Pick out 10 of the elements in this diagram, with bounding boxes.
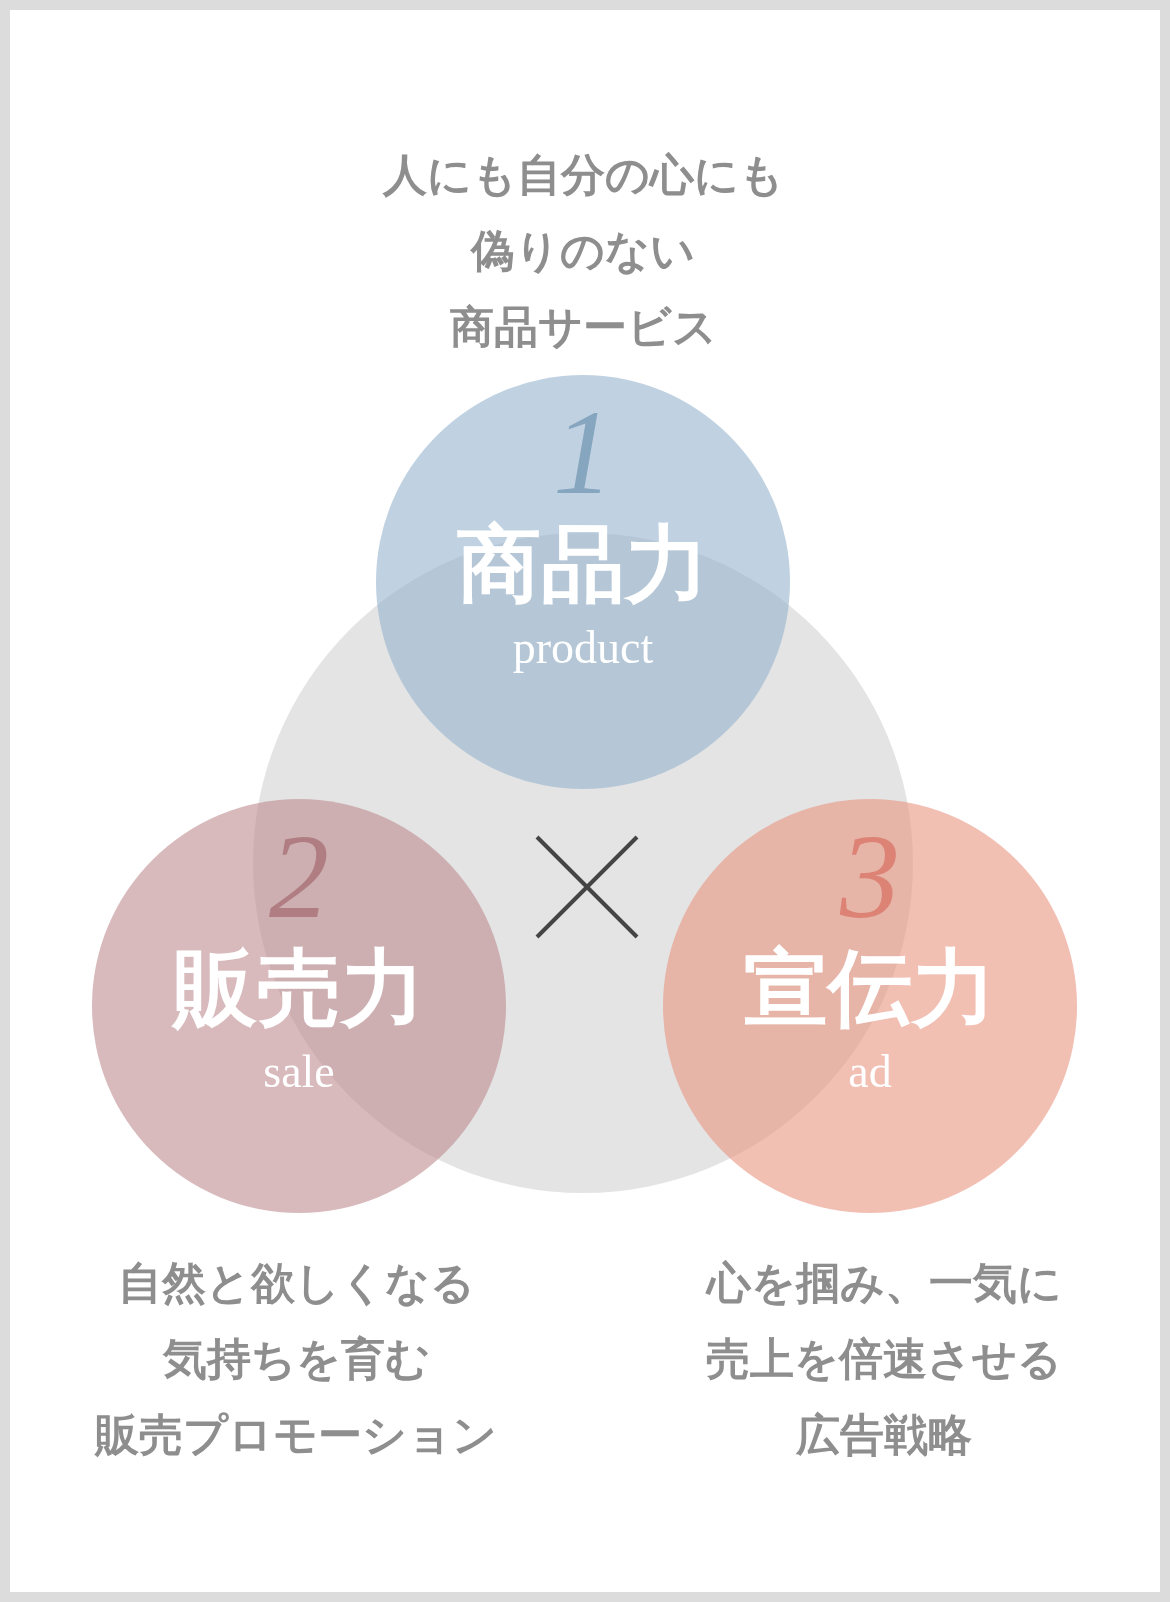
english-subtitle: ad [847,1049,893,1095]
english-subtitle: sale [262,1049,336,1095]
numeral: 1 [553,393,613,513]
category-title: 販売力 [170,946,426,1030]
description-text: 心を掴み、一気に売上を倍速させる広告戦略 [704,1256,1063,1462]
description-text: 自然と欲しくなる気持ちを育む販売プロモーション [93,1256,498,1462]
category-title: 宣伝力 [743,946,997,1030]
category-title: 商品力 [456,522,710,606]
english-subtitle: product [511,625,655,671]
description-text: 人にも自分の心にも偽りのない商品サービス [381,148,785,354]
